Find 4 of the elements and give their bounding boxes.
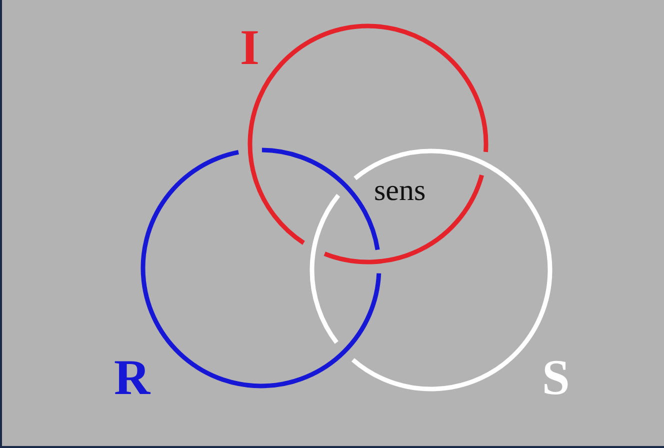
ring-letter: I — [240, 22, 260, 72]
region-label: sens — [374, 176, 426, 206]
ring-letter: R — [114, 352, 150, 402]
ring-letter: S — [542, 352, 570, 402]
